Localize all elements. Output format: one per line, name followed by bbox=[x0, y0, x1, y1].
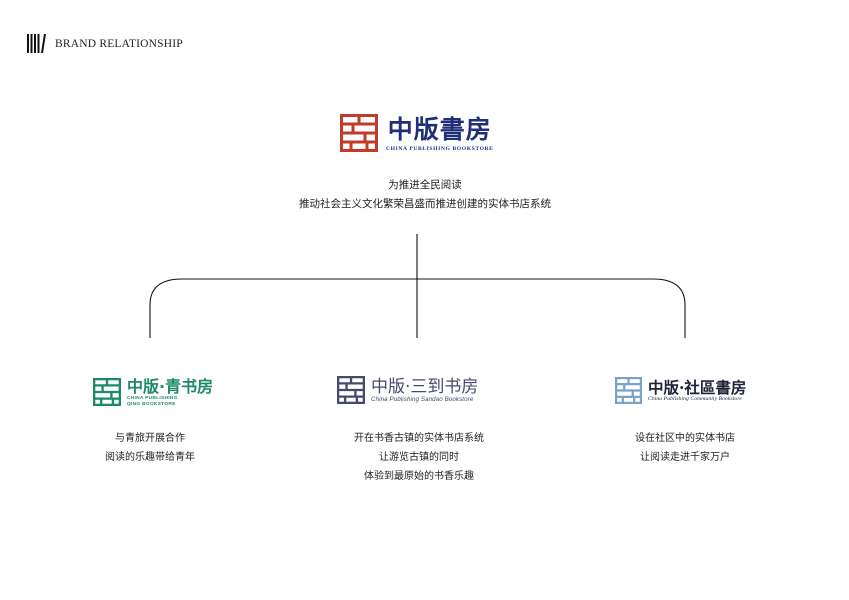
header: BRAND RELATIONSHIP bbox=[27, 34, 183, 53]
sub-brand-community-logo: 中版·社區書房 China Publishing Community Books… bbox=[615, 377, 746, 404]
sub-brand-community-desc-2: 让阅读走进千家万户 bbox=[640, 452, 730, 463]
main-brand-name-cn: 中版書房 bbox=[387, 114, 492, 144]
sub-brand-qing-name-en-1: CHINA PUBLISHING bbox=[127, 396, 178, 401]
sub-brand-sandao-name-cn: 中版·三到书房 bbox=[371, 376, 479, 397]
sub-brand-qing-name-cn: 中版·青书房 bbox=[127, 377, 214, 396]
mission-line-2: 推动社会主义文化繁荣昌盛而推进创建的实体书店系统 bbox=[299, 198, 551, 210]
sub-brand-qing-desc-2: 阅读的乐趣带给青年 bbox=[105, 452, 195, 463]
sub-brand-sandao-desc-2: 让游览古镇的同时 bbox=[379, 452, 459, 463]
vertical-bars-logo-icon bbox=[27, 34, 46, 53]
navy-seal-logo-icon bbox=[337, 376, 365, 404]
header-title: BRAND RELATIONSHIP bbox=[55, 37, 183, 50]
blue-seal-logo-icon bbox=[615, 377, 642, 404]
sub-brand-community-desc-1: 设在社区中的实体书店 bbox=[635, 433, 735, 444]
branch-arc bbox=[149, 278, 686, 338]
sub-brand-sandao-desc-3: 体验到最原始的书香乐趣 bbox=[364, 471, 474, 482]
sub-brand-community-name-cn: 中版·社區書房 bbox=[648, 378, 747, 398]
sub-brand-sandao-desc-1: 开在书香古镇的实体书店系统 bbox=[354, 433, 484, 444]
sub-brand-community-name-en: China Publishing Community Bookstore bbox=[648, 396, 742, 403]
sub-brand-sandao-name-en: China Publishing Sandao Bookstore bbox=[371, 395, 474, 403]
seal-logo-icon bbox=[340, 114, 378, 152]
sub-brand-qing-name-en-2: QING BOOKSTORE bbox=[127, 401, 176, 407]
sub-brand-qing-desc-1: 与青旅开展合作 bbox=[115, 433, 185, 444]
main-brand-logo: 中版書房 CHINA PUBLISHING BOOKSTORE bbox=[340, 114, 494, 152]
main-brand-name-en: CHINA PUBLISHING BOOKSTORE bbox=[386, 145, 494, 152]
sub-brand-sandao-logo: 中版·三到书房 China Publishing Sandao Bookstor… bbox=[337, 376, 478, 404]
sub-brand-qing-logo: 中版·青书房 CHINA PUBLISHING QING BOOKSTORE bbox=[93, 377, 213, 407]
green-seal-logo-icon bbox=[93, 378, 121, 406]
mission-line-1: 为推进全民阅读 bbox=[388, 179, 462, 191]
